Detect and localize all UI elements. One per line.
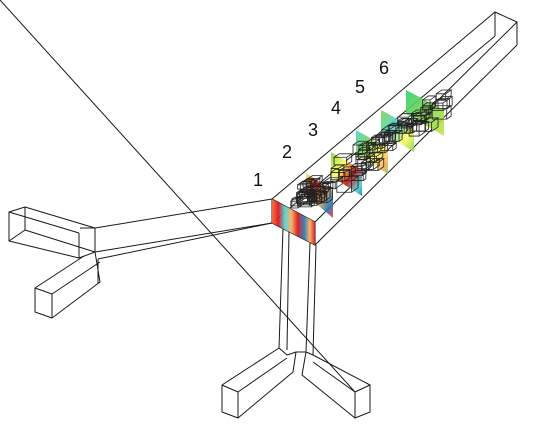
field-plane-5 <box>381 110 414 152</box>
obstacle-box <box>384 129 404 142</box>
obstacle-box <box>366 142 383 154</box>
obstacle-box <box>333 153 354 166</box>
field-plane-1 <box>272 199 315 245</box>
field-plane-6 <box>406 90 444 136</box>
obstacle-box <box>357 155 372 170</box>
obstacle-box <box>296 188 316 203</box>
obstacle-mesh <box>290 89 454 209</box>
obstacle-box <box>381 124 398 138</box>
section-label-5: 5 <box>355 77 365 97</box>
obstacle-box <box>302 178 316 188</box>
section-label-6: 6 <box>379 58 389 78</box>
section-label-1: 1 <box>253 170 263 190</box>
field-plane-3 <box>331 152 362 196</box>
obstacle-box <box>422 102 437 111</box>
obstacle-box <box>305 174 324 187</box>
obstacle-box <box>351 169 368 181</box>
obstacle-box <box>411 120 430 132</box>
obstacle-box <box>397 112 415 126</box>
section-label-2: 2 <box>282 142 292 162</box>
obstacle-box <box>360 157 381 170</box>
obstacle-box <box>308 185 332 202</box>
section-label-3: 3 <box>308 120 318 140</box>
left-branch-outline <box>8 198 273 319</box>
obstacle-box <box>435 89 453 100</box>
obstacle-box <box>437 95 454 110</box>
obstacle-box <box>298 194 316 208</box>
lower-branch-outline <box>0 0 371 419</box>
obstacle-box <box>339 166 357 177</box>
section-label-4: 4 <box>331 98 341 118</box>
obstacle-box <box>330 163 346 181</box>
